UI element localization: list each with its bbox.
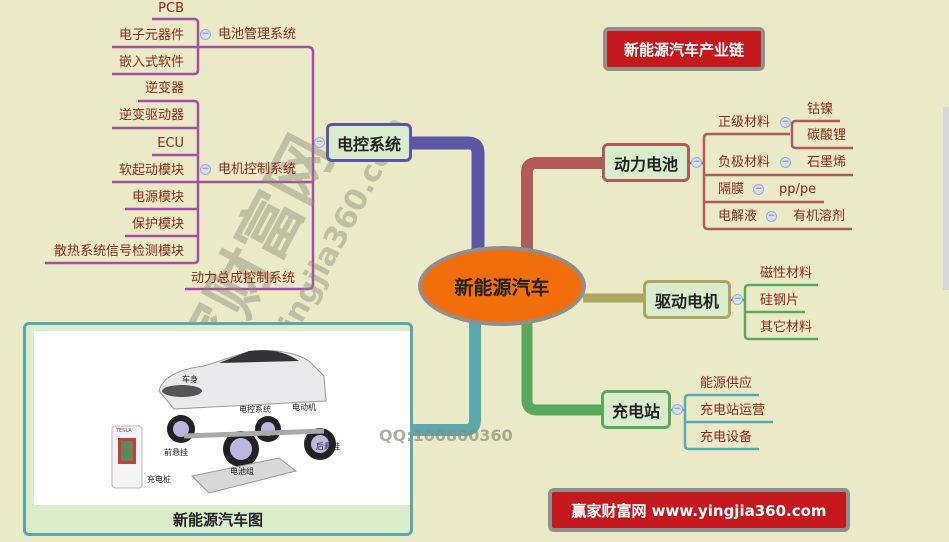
label-front-suspension: 前悬挂 (164, 448, 188, 457)
leaf[interactable]: 石墨烯 (807, 155, 847, 170)
collapse-icon[interactable]: − (200, 29, 211, 40)
node-anode[interactable]: 负极材料 (718, 155, 771, 170)
collapse-icon[interactable]: − (766, 211, 777, 222)
node-cathode[interactable]: 正级材料 (718, 115, 771, 130)
leaf[interactable]: 软起动模块 (118, 163, 184, 178)
leaf[interactable]: 逆变器 (144, 81, 184, 96)
leaf[interactable]: ECU (157, 136, 184, 151)
collapse-icon[interactable]: − (780, 157, 791, 168)
center-node[interactable]: 新能源汽车 (418, 246, 586, 326)
leaf[interactable]: 充电站运营 (700, 403, 766, 418)
leaf[interactable]: 散热系统信号检测模块 (53, 244, 184, 259)
collapse-icon[interactable]: − (314, 137, 325, 148)
label-body: 车身 (182, 375, 198, 384)
collapse-icon[interactable]: − (691, 157, 702, 168)
node-separator[interactable]: 隔膜 (718, 182, 745, 197)
leaf[interactable]: 有机溶剂 (793, 209, 846, 224)
leaf[interactable]: 能源供应 (700, 376, 753, 391)
node-power-battery[interactable]: 动力电池 (602, 143, 690, 182)
leaf[interactable]: 保护模块 (131, 217, 184, 232)
collapse-icon[interactable]: − (200, 164, 211, 175)
node-powertrain[interactable]: 动力总成控制系统 (191, 271, 296, 286)
leaf[interactable]: 电源模块 (131, 190, 184, 205)
label-control: 电控系统 (239, 405, 271, 414)
leaf[interactable]: 碳酸锂 (807, 128, 847, 143)
label-charger: 充电桩 (147, 475, 171, 484)
leaf[interactable]: PCB (158, 1, 184, 16)
watermark-qq: QQ:100800360 (379, 426, 513, 445)
leaf[interactable]: 充电设备 (700, 430, 753, 445)
scrollbar[interactable] (943, 107, 949, 290)
label-rear-suspension: 后悬挂 (316, 442, 340, 451)
node-control-system[interactable]: 电控系统 (326, 123, 412, 162)
label-motor: 电动机 (292, 403, 316, 412)
leaf[interactable]: 钴镍 (807, 102, 834, 117)
leaf[interactable]: 逆变驱动器 (118, 108, 184, 123)
node-bms[interactable]: 电池管理系统 (218, 27, 297, 42)
car-illustration (111, 350, 336, 494)
ev-diagram-image: 车身 电控系统 电动机 前悬挂 后悬挂 充电桩 电池组 TESLA (34, 331, 410, 505)
collapse-icon[interactable]: − (672, 404, 683, 415)
leaf[interactable]: 嵌入式软件 (118, 55, 184, 70)
title-banner: 新能源汽车产业链 (603, 27, 765, 71)
node-mcs[interactable]: 电机控制系统 (218, 162, 297, 177)
leaf[interactable]: pp/pe (779, 182, 817, 197)
collapse-icon[interactable]: − (753, 184, 764, 195)
leaf[interactable]: 电子元器件 (118, 28, 184, 43)
label-battery-pack: 电池组 (230, 467, 254, 476)
image-caption: 新能源汽车图 (172, 511, 263, 529)
node-charging-station[interactable]: 充电站 (601, 390, 671, 429)
leaf[interactable]: 磁性材料 (760, 266, 813, 281)
leaf[interactable]: 硅钢片 (760, 293, 800, 308)
label-tesla: TESLA (116, 428, 132, 434)
node-ev-image[interactable]: 车身 电控系统 电动机 前悬挂 后悬挂 充电桩 电池组 TESLA 新能源汽车图 (23, 322, 413, 536)
node-drive-motor[interactable]: 驱动电机 (643, 280, 731, 319)
collapse-icon[interactable]: − (732, 294, 743, 305)
footer-banner: 赢家财富网 www.yingjia360.com (548, 488, 850, 532)
node-electrolyte[interactable]: 电解液 (718, 209, 758, 224)
leaf[interactable]: 其它材料 (760, 320, 813, 335)
collapse-icon[interactable]: − (780, 117, 791, 128)
